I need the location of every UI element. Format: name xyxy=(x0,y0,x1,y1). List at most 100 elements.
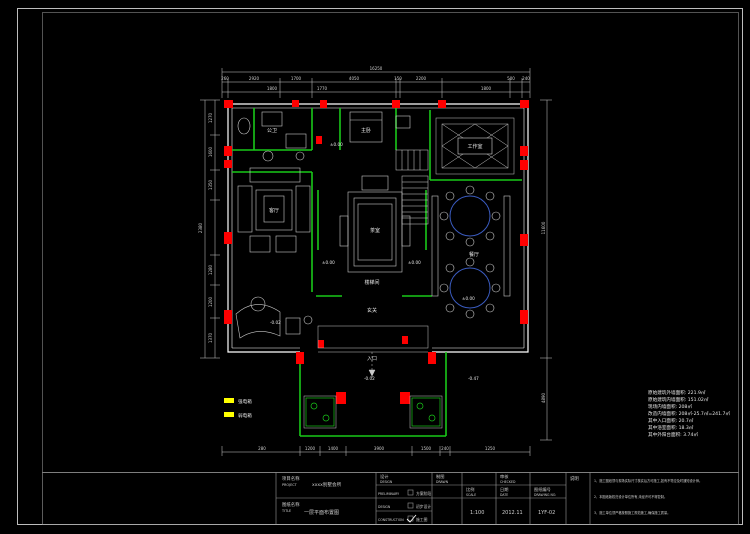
room-label-master: 主卧 xyxy=(361,127,371,134)
level-mark-3: ±0.00 xyxy=(408,260,421,265)
tb-check-label: 制图 xyxy=(436,473,444,480)
tb-note-3: 3、施工单位须严格按照施工规范施工,确保施工质量。 xyxy=(594,510,670,515)
level-mark-6: -0.02 xyxy=(270,320,281,325)
room-label-bathroom: 公卫 xyxy=(267,128,277,134)
tb-date-value: 2012.11 xyxy=(502,510,523,516)
tea-room-furniture xyxy=(339,175,411,273)
dim-top-8: 240 xyxy=(522,76,530,81)
tb-scale-label-en: SCALE xyxy=(466,493,476,497)
living-furniture xyxy=(237,150,311,253)
room-label-foyer: 玄关 xyxy=(367,307,377,314)
dim-bottom-2: 1200 xyxy=(305,446,316,451)
tb-no-label: 图纸编号 xyxy=(534,486,551,493)
stat-line-5: 其中入口面积: 20.7㎡ xyxy=(648,417,694,424)
legend-label-1: 强电箱 xyxy=(238,398,252,405)
dim-top-3: 1700 xyxy=(291,76,302,81)
dim-left-5: 1280 xyxy=(208,264,213,275)
tb-project-label: 项目名称 xyxy=(282,475,300,482)
stair xyxy=(395,149,429,225)
stat-line-1: 原始建筑外墙面积: 221.9㎡ xyxy=(648,389,706,396)
dim-top-total: 16250 xyxy=(370,66,383,71)
tb-note-1: 1、施工图纸须与现场实际尺寸核实后方可施工,如有不符应及时通知设计师。 xyxy=(594,478,702,483)
legend: 强电箱 弱电箱 xyxy=(224,398,252,419)
room-label-entrance: 入口 xyxy=(367,356,377,362)
structural-columns xyxy=(224,100,529,404)
dimensions-bottom xyxy=(221,446,531,456)
tb-date-label-en: DATE xyxy=(500,493,508,497)
outer-walls xyxy=(227,103,529,353)
tb-check-label-en: DRAWN xyxy=(436,480,449,484)
sheet-inner-frame xyxy=(42,12,739,473)
dim-top-2: 2920 xyxy=(249,76,260,81)
tb-no-label-en: DRAWING NO. xyxy=(534,493,556,497)
dim-top2-3: 1800 xyxy=(481,86,492,91)
stat-line-2: 原始建筑内墙面积: 151.02㎡ xyxy=(648,396,709,403)
level-mark-1: ±0.00 xyxy=(330,142,343,147)
tb-scale-label: 比例 xyxy=(466,486,474,493)
room-label-stair: 楼梯间 xyxy=(364,279,379,286)
dim-left-4: 2380 xyxy=(198,222,203,233)
dim-top-6: 2200 xyxy=(416,76,427,81)
dim-bottom-7: 1250 xyxy=(485,446,496,451)
dim-left-1: 1270 xyxy=(208,112,213,123)
dim-top2-1: 1800 xyxy=(267,86,278,91)
tb-stage-b-en: DESIGN xyxy=(378,505,391,509)
tb-stage-a-en: PRELIMINARY xyxy=(378,492,399,496)
legend-swatch-2 xyxy=(224,412,234,417)
tb-drawing-label: 图纸名称 xyxy=(282,501,300,508)
tb-stage-a: 方案阶段 xyxy=(416,491,431,496)
entrance-area xyxy=(303,325,443,429)
dim-top-7: 500 xyxy=(507,76,515,81)
dim-bottom-6: 240 xyxy=(441,446,449,451)
dim-bottom-4: 3900 xyxy=(374,446,385,451)
title-block: 项目名称 PROJECT xxxx别墅会所 图纸名称 TITLE 一层平面布置图… xyxy=(42,472,739,525)
dim-top2-2: 1770 xyxy=(317,86,328,91)
dim-left-3: 1350 xyxy=(208,179,213,190)
dim-right-bottom: 4890 xyxy=(541,392,546,403)
partition-walls xyxy=(232,108,522,437)
bathroom-fixtures xyxy=(237,111,307,149)
stat-line-7: 其中外阳台面积: 3.74㎡ xyxy=(648,431,698,438)
tb-project-value: xxxx别墅会所 xyxy=(312,481,342,488)
dining-chairs xyxy=(431,185,511,319)
dim-top-1: 260 xyxy=(221,76,229,81)
legend-swatch-1 xyxy=(224,398,234,403)
tb-stage-b: 初步设计 xyxy=(416,504,431,509)
tb-date-label: 日期 xyxy=(500,487,508,493)
dimensions-right xyxy=(540,99,552,441)
level-mark-2: ±0.00 xyxy=(322,260,335,265)
stage-check-icon xyxy=(406,514,417,523)
dimensions-top xyxy=(221,68,531,98)
level-mark-7: ±0.00 xyxy=(462,296,475,301)
tb-audit-label-en: CHECKED xyxy=(500,480,516,484)
stat-line-3: 现场内墙面积: 208㎡ xyxy=(648,403,692,410)
tb-no-value: 1YF-02 xyxy=(538,510,555,516)
room-label-dining: 餐厅 xyxy=(469,251,479,258)
lounge-furniture xyxy=(235,296,313,339)
area-statistics: 原始建筑外墙面积: 221.9㎡ 原始建筑内墙面积: 151.02㎡ 现场内墙面… xyxy=(648,389,730,438)
dim-top-5: 150 xyxy=(394,76,402,81)
tb-drawing-label-en: TITLE xyxy=(281,509,291,513)
tb-design-label: 设计 xyxy=(380,473,388,480)
tb-project-label-en: PROJECT xyxy=(282,483,298,487)
tb-stage-c-en: CONSTRUCTION xyxy=(378,518,404,522)
dim-left-7: 1370 xyxy=(208,332,213,343)
level-mark-5: -0.47 xyxy=(468,376,479,381)
dim-bottom-3: 1400 xyxy=(328,446,339,451)
room-label-living: 客厅 xyxy=(269,207,279,214)
tb-audit-label: 审核 xyxy=(500,473,509,480)
tb-notes-title: 说明 xyxy=(570,475,579,482)
stat-line-6: 其中浴室面积: 18.3㎡ xyxy=(648,424,694,431)
tb-design-label-en: DESIGN xyxy=(380,480,393,484)
dim-bottom-5: 1500 xyxy=(421,446,432,451)
tb-drawing-value: 一层平面布置图 xyxy=(304,509,339,516)
stat-line-4: 改造内墙面积: 208㎡-25.7㎡=241.7㎡ xyxy=(648,410,730,417)
room-label-tea: 茶室 xyxy=(370,227,380,234)
entrance-planters xyxy=(305,397,441,427)
dim-top-4: 4050 xyxy=(349,76,360,81)
master-furniture xyxy=(349,111,411,143)
tb-note-2: 2、本图纸版权归设计单位所有,未经许可不得复制。 xyxy=(594,494,667,499)
study-room xyxy=(435,117,515,175)
level-mark-4: -0.02 xyxy=(364,376,375,381)
